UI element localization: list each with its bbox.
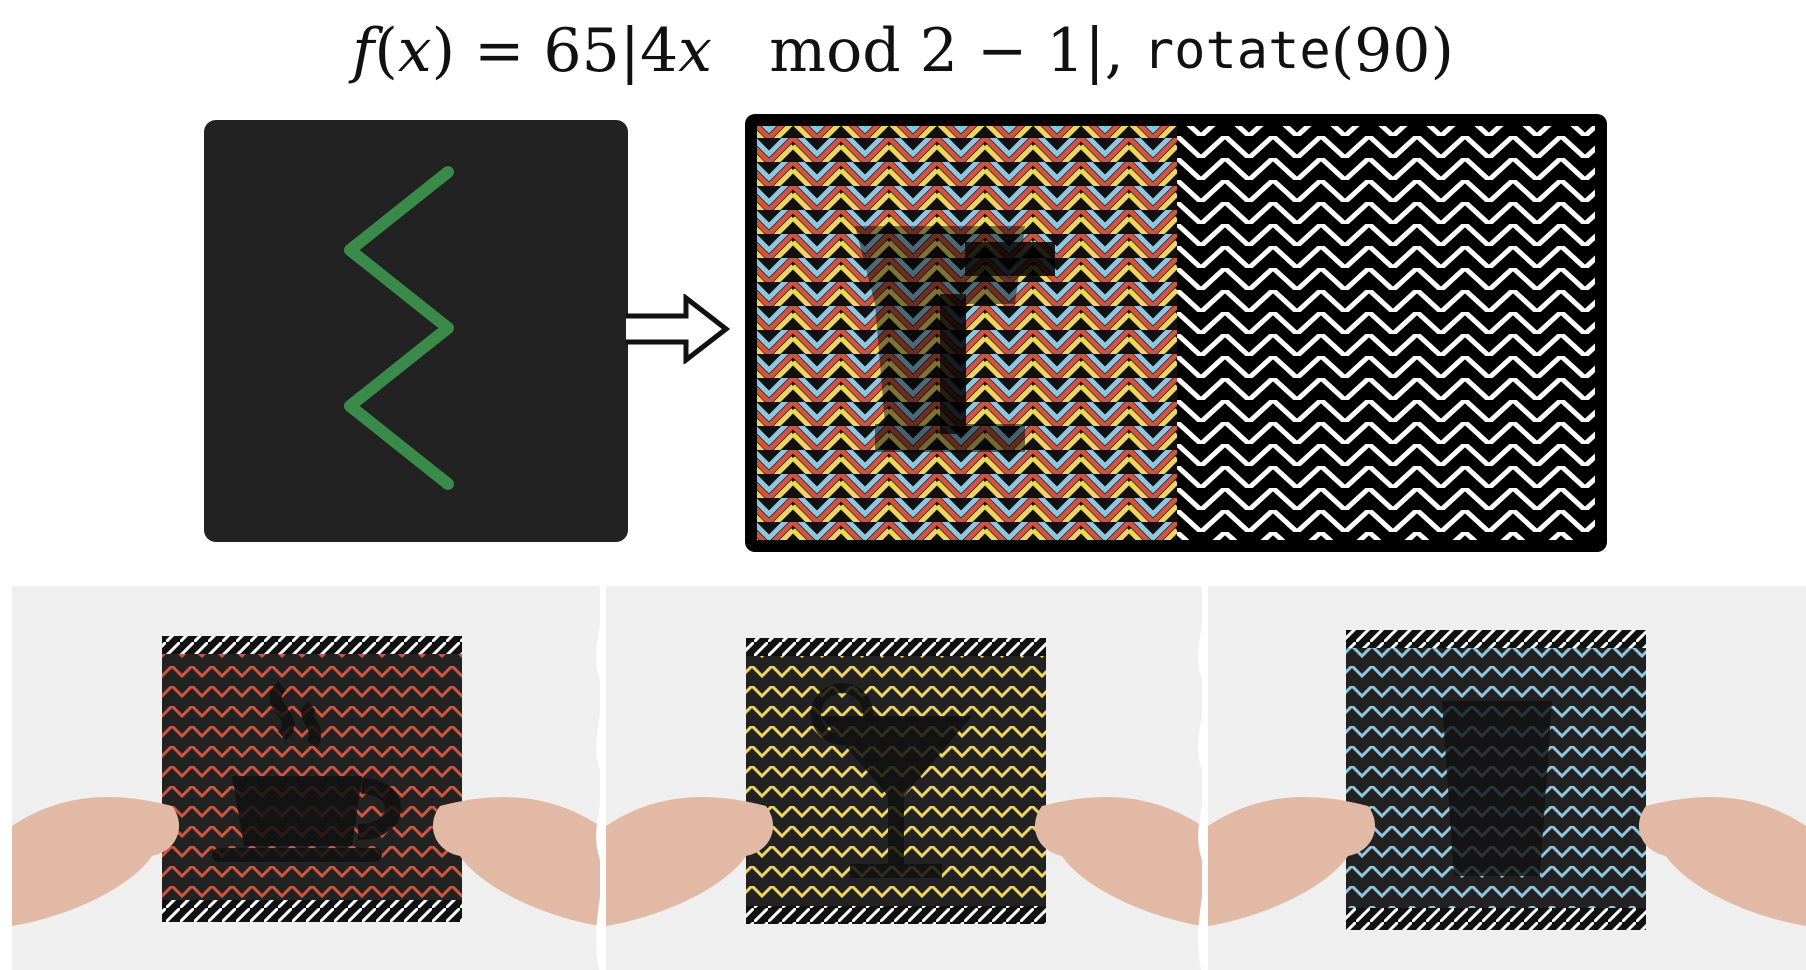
bw-stripes (1177, 126, 1595, 540)
formula-close-eq: ) = 65|4 (431, 16, 679, 86)
coffee-cup-icon (212, 681, 401, 862)
photo-coffee (12, 586, 600, 970)
formula-rotate: rotate (1142, 21, 1331, 81)
photo-drink (1208, 586, 1806, 970)
drink-glass-icon (1442, 701, 1552, 876)
photo-cocktail (606, 586, 1202, 970)
formula-x2: x (678, 16, 713, 86)
zigzag-panel-bg (204, 120, 628, 542)
formula-arg: (90) (1330, 16, 1454, 86)
formula-f: f (352, 16, 375, 86)
stripe-pattern-panel (745, 114, 1607, 552)
formula-mod: mod 2 − 1|, (712, 16, 1143, 86)
double-arrow-right-icon (626, 294, 730, 364)
cocktail-glass-icon (811, 683, 972, 878)
color-stripes (757, 126, 1177, 540)
formula-open-paren: ( (374, 16, 398, 86)
cocktail-glass-icon (855, 226, 1055, 452)
formula-x: x (397, 16, 432, 86)
photos-strip (12, 586, 1806, 970)
zigzag-line (344, 166, 454, 490)
zigzag-function-icon (204, 120, 628, 542)
